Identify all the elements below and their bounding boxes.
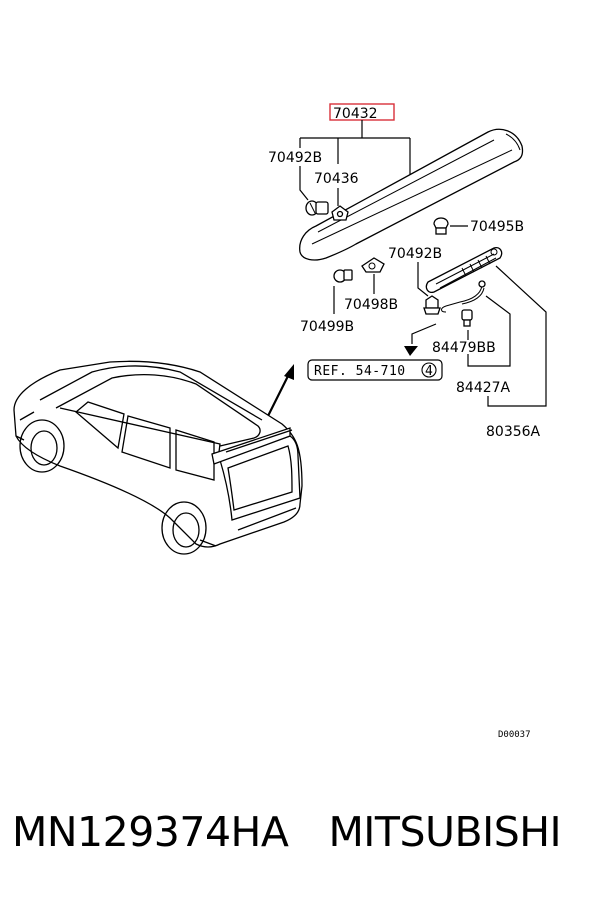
brand-name: MITSUBISHI [328,808,562,856]
wire-harness [441,280,486,327]
ref-box [307,359,443,381]
rear-spoiler [299,128,524,261]
leader-70492B-top [299,166,309,201]
ref-circle [421,362,437,378]
leader-84427A [467,295,511,367]
label-70436: 70436 [314,171,359,187]
part-number: MN129374HA [12,808,289,856]
bolt-70499B [333,269,353,283]
footer: MN129374HA MITSUBISHI [12,808,592,872]
clip-70436 [331,205,349,221]
label-70495B: 70495B [470,219,524,235]
leader-70432 [299,120,411,192]
clip-70492B-mid [423,295,441,315]
parts-diagram: 70432 70492B 70436 70495B 70498B [13,103,547,740]
vehicle-illustration [13,360,303,555]
label-84479BB: 84479BB [432,340,496,356]
ref-leader [411,323,437,344]
ref-text: REF. 54-710 [314,364,406,379]
clip-70492B [305,200,329,216]
label-80356A: 80356A [486,424,541,440]
ref-arrow [404,346,418,356]
pad-70498B [361,257,385,273]
diagram-code: D00037 [498,730,531,740]
label-70498B: 70498B [344,297,398,313]
grommet-70495B [433,217,449,235]
leader-80356A [487,265,547,407]
ref-circled-number: 4 [425,364,433,379]
label-84427A: 84427A [456,380,511,396]
label-70492B-mid: 70492B [388,246,442,262]
leader-70492B-mid [417,262,429,297]
label-70492B-top: 70492B [268,150,322,166]
location-arrowhead [284,364,294,380]
label-70432: 70432 [333,106,378,122]
label-70499B: 70499B [300,319,354,335]
stop-lamp [425,246,503,294]
